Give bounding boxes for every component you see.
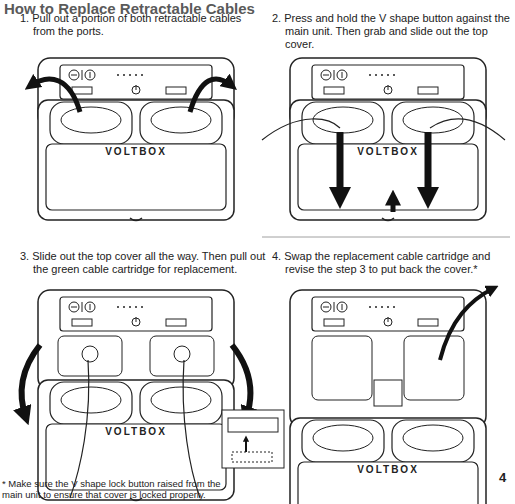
brand-logo: VOLTBOX bbox=[357, 146, 419, 157]
brand-logo: VOLTBOX bbox=[357, 464, 419, 475]
footnote: * Make sure the V shape lock button rais… bbox=[2, 478, 232, 500]
step-text: 4. Swap the replacement cable cartridge … bbox=[272, 250, 515, 276]
page-number: 4 bbox=[499, 470, 506, 485]
brand-logo: VOLTBOX bbox=[105, 426, 167, 437]
brand-logo: VOLTBOX bbox=[105, 146, 167, 157]
step-text: 1. Pull out a portion of both retractabl… bbox=[20, 12, 263, 38]
step-text: 3. Slide out the top cover all the way. … bbox=[20, 250, 273, 276]
step-text: 2. Press and hold the V shape button aga… bbox=[272, 12, 515, 51]
